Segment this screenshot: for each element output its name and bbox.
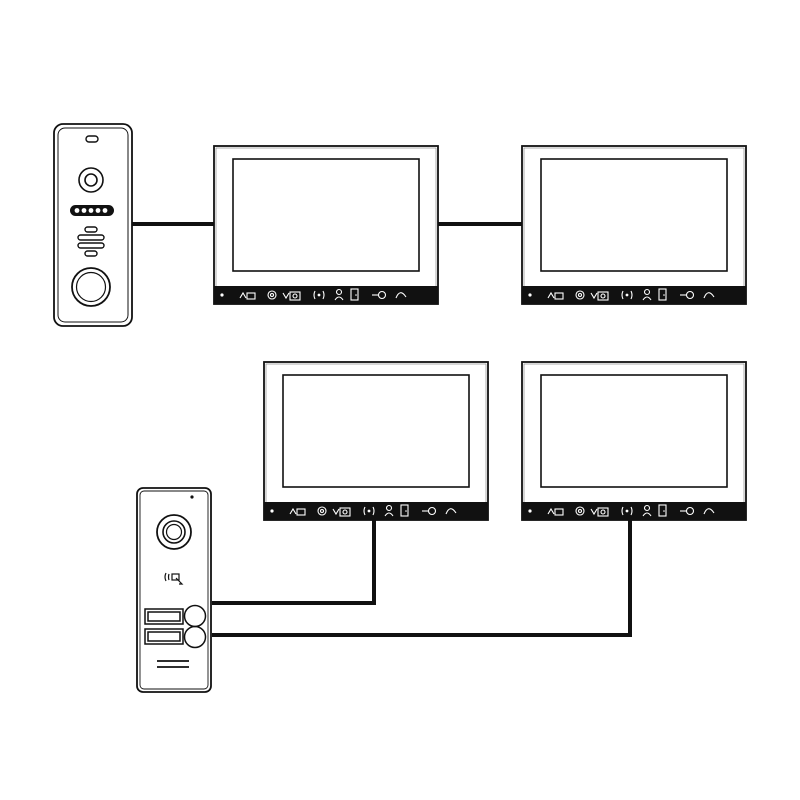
up-arrow-intercom-icon [239,291,256,300]
door-icon [658,288,667,301]
monitor-1-button-bar [220,288,407,301]
monitor-2-button-bar [528,288,715,301]
up-arrow-intercom-icon [547,507,564,516]
phone-handset-icon [703,292,715,299]
led-indicator-icon [528,293,532,297]
monitor-1 [213,145,439,305]
user-icon [642,504,652,517]
down-arrow-camera-icon [590,291,609,301]
name-plate-icon [144,608,184,645]
call-button-icon [71,267,111,307]
unlock-key-icon [372,290,387,300]
settings-gear-icon [575,290,585,300]
led-indicator-icon [528,509,532,513]
microphone-grille-icon [77,226,105,257]
unlock-key-icon [680,290,695,300]
unlock-key-icon [422,506,437,516]
down-arrow-camera-icon [282,291,301,301]
door-icon [658,504,667,517]
door-icon [400,504,409,517]
connection-lines [130,222,632,637]
wire-station2-button1-to-monitor3 [212,520,376,605]
phone-handset-icon [445,508,457,515]
camera-lens-icon [156,514,192,550]
monitor-3 [263,361,489,521]
settings-gear-icon [267,290,277,300]
door-station-2 [136,487,212,693]
user-icon [334,288,344,301]
monitor-watch-icon [313,290,325,300]
down-arrow-camera-icon [590,507,609,517]
monitor-watch-icon [621,290,633,300]
settings-gear-icon [317,506,327,516]
phone-handset-icon [395,292,407,299]
monitor-watch-icon [363,506,375,516]
rfid-reader-icon [164,572,184,585]
speaker-grille-icon [157,660,189,668]
status-led-icon [190,495,194,499]
door-station-1 [53,123,133,327]
monitor-4 [521,361,747,521]
down-arrow-camera-icon [332,507,351,517]
user-icon [642,288,652,301]
speaker-slot-icon [85,135,99,143]
phone-handset-icon [703,508,715,515]
camera-lens-icon [78,167,104,193]
led-indicator-icon [270,509,274,513]
monitor-4-button-bar [528,504,715,517]
up-arrow-intercom-icon [547,291,564,300]
up-arrow-intercom-icon [289,507,306,516]
ir-led-row-icon [70,205,114,216]
led-indicator-icon [220,293,224,297]
monitor-watch-icon [621,506,633,516]
unlock-key-icon [680,506,695,516]
monitor-2 [521,145,747,305]
call-button-icon [183,604,207,649]
user-icon [384,504,394,517]
monitor-3-button-bar [270,504,457,517]
settings-gear-icon [575,506,585,516]
door-icon [350,288,359,301]
wire-station2-button2-to-monitor4 [212,520,632,637]
